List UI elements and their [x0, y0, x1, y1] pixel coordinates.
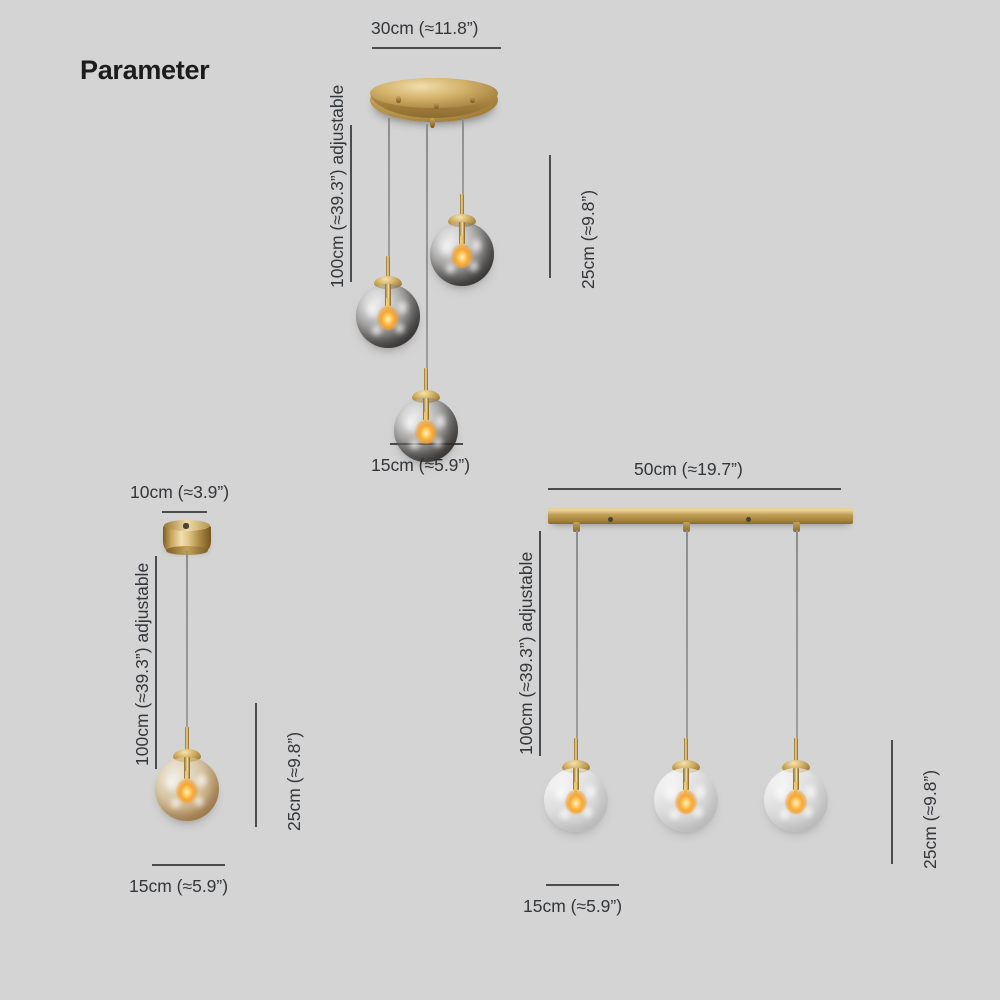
glass-globe-amber: [155, 757, 219, 821]
dim-canopy-width-single: 10cm (≈3.9”): [130, 482, 230, 502]
dim-canopy-width-linear: 50cm (≈19.7”): [634, 459, 743, 479]
wire-anchor: [793, 522, 800, 532]
dim-canopy-width-round: 30cm (≈11.8”): [371, 18, 479, 38]
fixture-single-light: [140, 520, 250, 885]
drop-rod: [386, 256, 390, 282]
suspension-wire: [388, 118, 390, 256]
glass-globe-clear: [764, 768, 828, 832]
drop-rod: [794, 738, 798, 764]
lamp-head: [654, 760, 718, 832]
lamp-head: [544, 760, 608, 832]
lamp-head: [764, 760, 828, 832]
dim-shade-height-linear: 25cm (≈9.8”): [920, 769, 940, 869]
lamp-head: [356, 276, 420, 348]
dim-shade-height-round: 25cm (≈9.8”): [578, 189, 598, 289]
filament-glow: [176, 779, 198, 803]
rule-drop-height-round: [350, 125, 352, 282]
rule-canopy-width-round: [372, 47, 501, 49]
rule-shade-width-linear: [546, 884, 619, 886]
rule-drop-height-linear: [539, 531, 541, 756]
rule-drop-height-single: [155, 556, 157, 769]
lamp-head: [430, 214, 494, 286]
glass-globe-smoke: [356, 284, 420, 348]
filament-glow: [675, 790, 697, 814]
dim-drop-height-round: 100cm (≈39.3”) adjustable: [327, 84, 347, 288]
suspension-wire: [576, 530, 578, 738]
filament-glow: [565, 790, 587, 814]
variant-linear-3-light: 50cm (≈19.7”) 100cm (≈39.3”) adjustable …: [480, 450, 1000, 950]
glass-globe-clear: [544, 768, 608, 832]
filament-glow: [377, 306, 399, 330]
fixture-round-3-light: [356, 78, 520, 462]
rule-canopy-width-linear: [548, 488, 841, 490]
suspension-wire: [186, 551, 188, 727]
rule-shade-height-linear: [891, 740, 893, 864]
lamp-head: [155, 749, 219, 821]
rule-canopy-width-single: [162, 511, 207, 513]
glass-globe-clear: [654, 768, 718, 832]
lamp-head: [394, 390, 458, 462]
dim-shade-width-round: 15cm (≈5.9”): [371, 455, 471, 475]
canopy-bar: [548, 508, 853, 524]
suspension-wire: [796, 530, 798, 738]
rule-shade-width-single: [152, 864, 225, 866]
glass-globe-smoke: [430, 222, 494, 286]
drop-rod: [460, 194, 464, 218]
drop-rod: [574, 738, 578, 764]
filament-glow: [415, 420, 437, 444]
fixture-linear-3-light: [535, 508, 865, 908]
dim-shade-width-single: 15cm (≈5.9”): [129, 876, 229, 896]
dim-shade-height-single: 25cm (≈9.8”): [284, 731, 304, 831]
wire-anchor: [683, 522, 690, 532]
variant-single-light: 10cm (≈3.9”) 100cm (≈39.3”) adjustable 2…: [0, 470, 330, 930]
dim-drop-height-linear: 100cm (≈39.3”) adjustable: [516, 551, 536, 755]
canopy-round-disc: [370, 78, 498, 128]
variant-round-3-light: 30cm (≈11.8”) 100cm (≈39.3”) adjustable …: [0, 0, 620, 480]
filament-glow: [451, 244, 473, 268]
canopy-cylinder: [163, 520, 211, 555]
drop-rod: [185, 727, 189, 753]
suspension-wire: [686, 530, 688, 738]
wire-anchor: [573, 522, 580, 532]
filament-glow: [785, 790, 807, 814]
glass-globe-smoke: [394, 398, 458, 462]
suspension-wire: [462, 118, 464, 194]
rule-shade-height-single: [255, 703, 257, 827]
drop-rod: [424, 368, 428, 392]
dim-shade-width-linear: 15cm (≈5.9”): [523, 896, 623, 916]
rule-shade-height-round: [549, 155, 551, 278]
suspension-wire: [426, 124, 428, 368]
page-title: Parameter: [80, 55, 210, 85]
drop-rod: [684, 738, 688, 764]
